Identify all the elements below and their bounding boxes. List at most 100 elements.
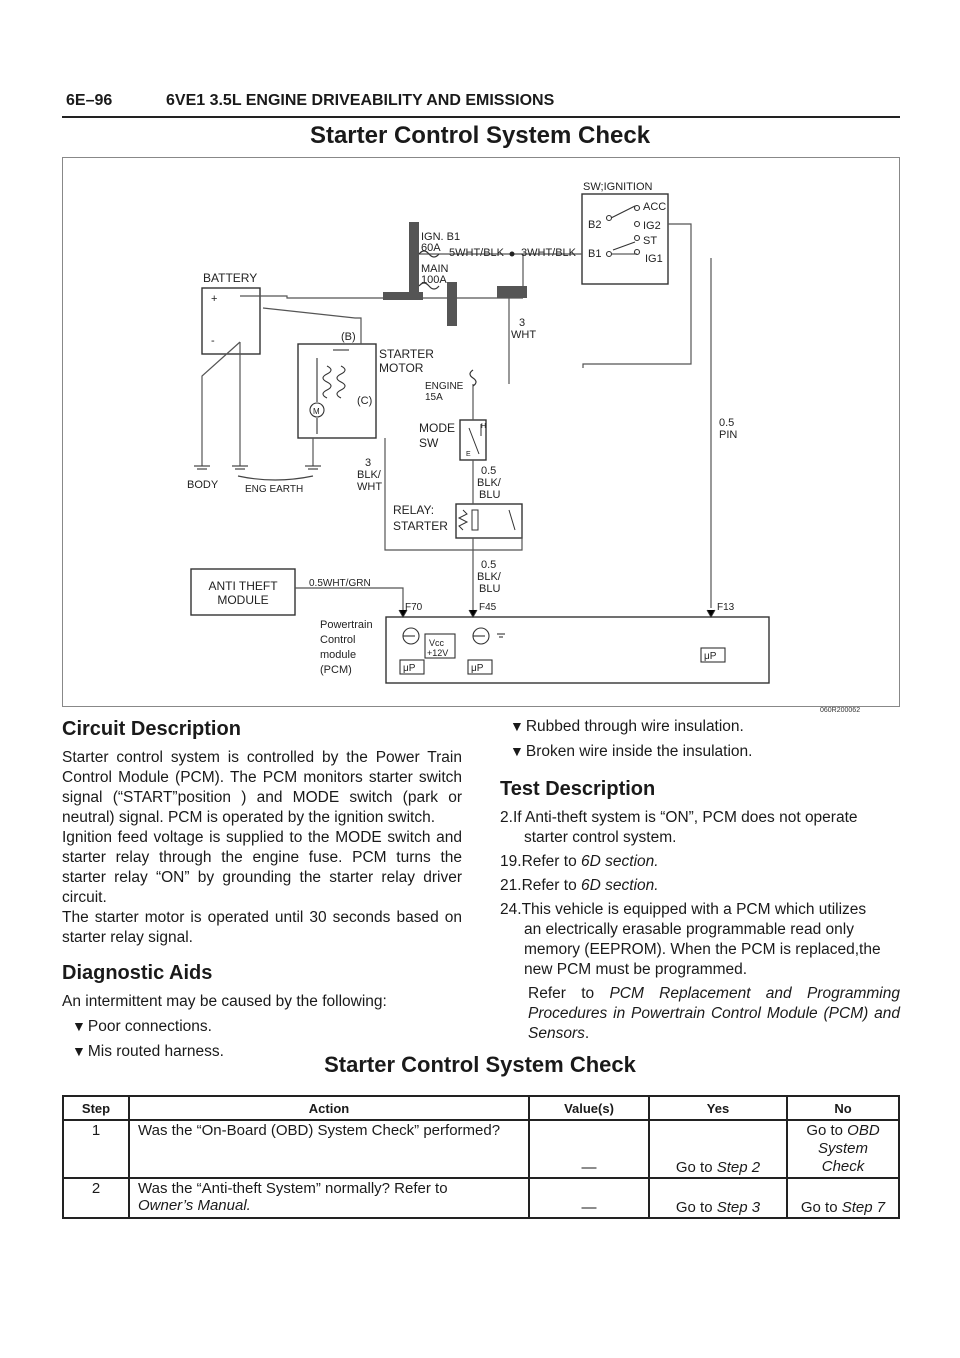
reference-link: 6D section. <box>581 877 659 894</box>
svg-text:BLK/: BLK/ <box>357 469 382 481</box>
svg-text:15A: 15A <box>425 392 443 403</box>
step-cell: 1 <box>62 1120 130 1179</box>
page-header: 6E–96 6VE1 3.5L ENGINE DRIVEABILITY AND … <box>62 92 900 118</box>
svg-text:5WHT/BLK: 5WHT/BLK <box>449 247 505 259</box>
step-link[interactable]: Step 3 <box>716 1199 761 1216</box>
svg-text:WHT: WHT <box>511 329 536 341</box>
svg-text:B2: B2 <box>588 219 601 231</box>
pcm-box <box>385 616 770 684</box>
triangle-bullet-icon: ▼ <box>72 1018 86 1034</box>
svg-text:(C): (C) <box>357 395 372 407</box>
reference-link: PCM Replacement and Programming Procedur… <box>528 985 900 1042</box>
svg-text:(B): (B) <box>341 331 356 343</box>
column-header: Value(s) <box>528 1095 650 1121</box>
anti-theft-module-box <box>190 568 296 616</box>
label-battery: BATTERY <box>203 271 257 285</box>
yes-cell: Go to Step 2 <box>648 1120 788 1179</box>
svg-text:3WHT/BLK: 3WHT/BLK <box>521 247 577 259</box>
test-step-24: 24.This vehicle is equipped with a PCM w… <box>500 901 881 978</box>
svg-text:Control: Control <box>320 634 355 646</box>
diagnostic-aids-intro: An intermittent may be caused by the fol… <box>62 993 387 1010</box>
wiring-diagram: SW;IGNITION ACC IG2 ST IG1 B2 B1 IGN. B1… <box>62 157 900 707</box>
starter-motor-box <box>297 343 377 439</box>
label-sw-ignition: SW;IGNITION <box>583 181 653 193</box>
svg-text:SW: SW <box>419 436 439 450</box>
triangle-bullet-icon: ▼ <box>510 718 524 734</box>
label-pcm: Powertrain <box>320 619 373 631</box>
action-cell: Was the “Anti-theft System” normally? Re… <box>128 1178 530 1219</box>
svg-text:μP: μP <box>403 663 416 674</box>
label-anti-theft-module: ANTI THEFT <box>208 579 278 593</box>
svg-text:0.5WHT/GRN: 0.5WHT/GRN <box>309 578 371 589</box>
diagnostic-table: Step Action Value(s) Yes No 1 Was the “O… <box>62 1095 900 1219</box>
svg-text:F70: F70 <box>405 602 423 613</box>
test-description-heading: Test Description <box>500 778 656 800</box>
svg-text:3: 3 <box>519 317 525 329</box>
svg-text:60A: 60A <box>421 242 441 254</box>
vcc-box <box>424 633 456 659</box>
svg-text:BODY: BODY <box>187 479 219 491</box>
list-item: ▼Poor connections. <box>72 1018 212 1035</box>
svg-text:μP: μP <box>704 651 717 662</box>
column-header: Yes <box>648 1095 788 1121</box>
svg-text:ST: ST <box>643 235 657 247</box>
reference-link: 6D section. <box>581 853 659 870</box>
step-link[interactable]: Step 7 <box>841 1199 886 1216</box>
svg-text:IG1: IG1 <box>645 253 663 265</box>
svg-text:PIN: PIN <box>719 429 737 441</box>
column-header: Step <box>62 1095 130 1121</box>
step-link[interactable]: Step 2 <box>716 1159 761 1176</box>
svg-text:MODULE: MODULE <box>217 593 268 607</box>
battery-box <box>201 287 261 355</box>
circuit-description-p3: The starter motor is operated until 30 s… <box>62 909 462 946</box>
svg-text:M: M <box>313 407 320 416</box>
column-header: Action <box>128 1095 530 1121</box>
triangle-bullet-icon: ▼ <box>72 1043 86 1059</box>
label-ign-b1: IGN. B1 <box>421 231 460 243</box>
svg-text:F45: F45 <box>479 602 497 613</box>
fusible-link-ign-b1 <box>409 222 419 298</box>
circuit-description-p1: Starter control system is controlled by … <box>62 749 462 826</box>
svg-text:100A: 100A <box>421 274 447 286</box>
obd-link[interactable]: OBD <box>847 1122 880 1139</box>
label-mode-sw: MODE <box>419 421 455 435</box>
label-starter-motor: STARTER <box>379 347 434 361</box>
svg-text:3: 3 <box>365 457 371 469</box>
svg-text:ACC: ACC <box>643 201 666 213</box>
list-item: ▼Mis routed harness. <box>72 1043 224 1060</box>
manual-reference: Owner’s Manual. <box>138 1197 251 1214</box>
page-number: 6E–96 <box>66 92 113 109</box>
svg-text:BLK/: BLK/ <box>477 571 502 583</box>
step-cell: 2 <box>62 1178 130 1219</box>
test-step-19: 19.Refer to 6D section. <box>500 853 659 870</box>
svg-text:μP: μP <box>471 663 484 674</box>
value-cell: — <box>528 1120 650 1179</box>
svg-text:B1: B1 <box>588 248 601 260</box>
table-title: Starter Control System Check <box>324 1052 636 1077</box>
action-cell: Was the “On-Board (OBD) System Check” pe… <box>128 1120 530 1179</box>
table-header-row: Step Action Value(s) Yes No <box>62 1095 900 1121</box>
svg-text:0.5: 0.5 <box>481 465 496 477</box>
section-title: 6VE1 3.5L ENGINE DRIVEABILITY AND EMISSI… <box>166 92 555 109</box>
svg-text:F13: F13 <box>717 602 735 613</box>
svg-text:(PCM): (PCM) <box>320 664 352 676</box>
refer-paragraph: Refer to PCM Replacement and Programming… <box>528 985 900 1042</box>
svg-text:BLU: BLU <box>479 489 500 501</box>
circuit-description-heading: Circuit Description <box>62 718 241 740</box>
svg-text:STARTER: STARTER <box>393 519 448 533</box>
label-relay-starter: RELAY: <box>393 503 434 517</box>
right-column: ▼Rubbed through wire insulation. ▼Broken… <box>500 716 900 1044</box>
fusible-link-main <box>447 282 457 326</box>
diagnostic-aids-heading: Diagnostic Aids <box>62 962 213 984</box>
svg-text:H: H <box>481 423 486 430</box>
svg-text:BLK/: BLK/ <box>477 477 502 489</box>
svg-text:ENG EARTH: ENG EARTH <box>245 484 303 495</box>
list-item: ▼Broken wire inside the insulation. <box>510 743 753 760</box>
table-row: 1 Was the “On-Board (OBD) System Check” … <box>62 1120 900 1179</box>
triangle-bullet-icon: ▼ <box>510 743 524 759</box>
svg-text:Vcc: Vcc <box>429 638 445 648</box>
figure-code: 060R200062 <box>820 707 861 714</box>
svg-text:BLU: BLU <box>479 583 500 595</box>
svg-text:0.5: 0.5 <box>481 559 496 571</box>
svg-text:ENGINE: ENGINE <box>425 381 464 392</box>
